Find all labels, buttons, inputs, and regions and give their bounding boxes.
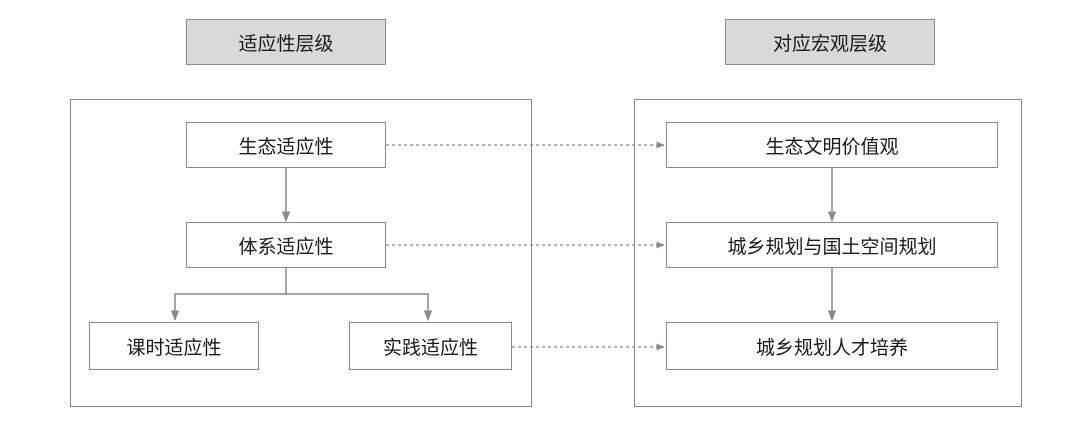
node-system-adaptability: 体系适应性	[186, 222, 386, 268]
node-urban-rural-planning-label: 城乡规划与国土空间规划	[727, 235, 937, 258]
node-practice-adaptability-label: 实践适应性	[382, 336, 478, 359]
right-column-header: 对应宏观层级	[725, 19, 935, 65]
node-course-adaptability: 课时适应性	[89, 322, 259, 370]
node-practice-adaptability: 实践适应性	[349, 322, 512, 370]
node-course-adaptability-label: 课时适应性	[126, 336, 222, 359]
node-eco-civilization-values-label: 生态文明价值观	[765, 135, 899, 158]
node-planning-talent-training: 城乡规划人才培养	[666, 322, 998, 370]
node-ecological-adaptability-label: 生态适应性	[238, 135, 334, 158]
right-column-header-label: 对应宏观层级	[772, 32, 887, 55]
node-urban-rural-planning: 城乡规划与国土空间规划	[666, 222, 998, 268]
left-column-header: 适应性层级	[186, 19, 386, 65]
node-planning-talent-training-label: 城乡规划人才培养	[755, 336, 908, 359]
left-column-header-label: 适应性层级	[238, 32, 334, 55]
node-system-adaptability-label: 体系适应性	[238, 235, 334, 258]
node-ecological-adaptability: 生态适应性	[186, 122, 386, 168]
node-eco-civilization-values: 生态文明价值观	[666, 122, 998, 168]
